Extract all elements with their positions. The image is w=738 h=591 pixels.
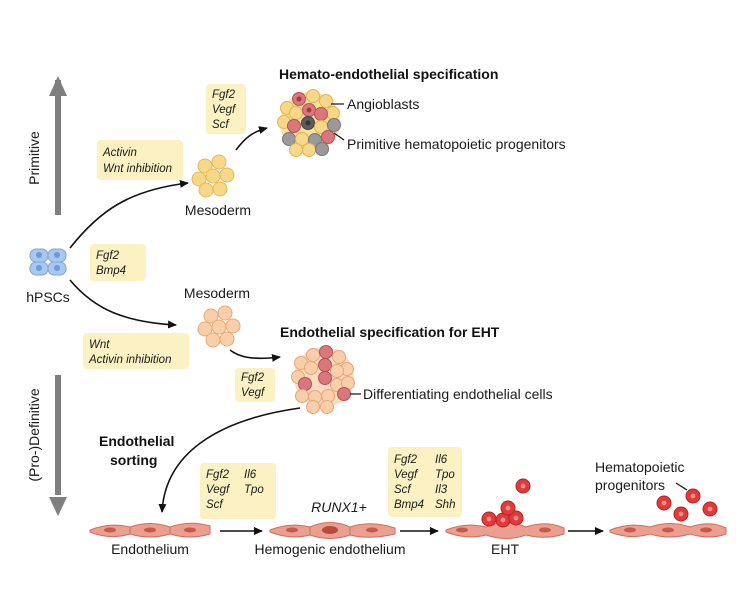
blood-cell-icon [481, 478, 531, 528]
endothelial-sorting-label-line1: Endothelial [99, 433, 174, 449]
factor-box-fgf2-vegf: Fgf2 Vegf [235, 368, 275, 402]
factor-text: Fgf2 [241, 372, 265, 384]
hpscs-label: hPSCs [26, 289, 70, 305]
arrow-to-hemato-endothelial [235, 126, 268, 151]
factor-box-he-factors: Fgf2 Vegf Scf Il6 Tpo [200, 463, 276, 519]
factor-text: Il6 [244, 469, 257, 481]
factor-text: Scf [212, 119, 230, 131]
factor-text: Vegf [394, 469, 419, 481]
mesoderm-primitive-label: Mesoderm [185, 202, 251, 218]
runx1-label: RUNX1+ [311, 499, 367, 515]
endothelium-label: Endothelium [111, 541, 189, 557]
up-arrowhead-icon [49, 76, 67, 96]
factor-box-eht-factors: Fgf2 Vegf Scf Bmp4 Il6 Tpo Il3 Shh [388, 447, 462, 517]
axis-definitive-label: (Pro-)Definitive [26, 388, 42, 482]
endothelial-sorting-label-line2: sorting [110, 452, 157, 468]
factor-text: Bmp4 [394, 499, 424, 511]
factor-text: Activin [102, 147, 137, 159]
factor-text: Fgf2 [206, 469, 230, 481]
endothelium-sheet-icon [609, 523, 727, 538]
factor-text: Shh [435, 499, 455, 511]
factor-text: Tpo [244, 484, 264, 496]
hematopoietic-progenitors-label-line1: Hematopoietic [595, 459, 685, 475]
down-arrowhead-icon [49, 497, 67, 516]
mesoderm-definitive-label: Mesoderm [184, 285, 250, 301]
differentiating-endothelial-label: Differentiating endothelial cells [363, 386, 553, 402]
arrow-to-definitive-mesoderm [69, 279, 177, 329]
hpsc-cluster-icon [29, 248, 67, 276]
arrow-endothelial-sorting [158, 407, 301, 513]
factor-text: Il3 [435, 484, 448, 496]
endothelial-eht-title: Endothelial specification for EHT [280, 324, 500, 340]
axis-primitive-label: Primitive [26, 131, 42, 185]
hematopoietic-progenitors-label-line2: progenitors [595, 477, 665, 493]
angioblasts-label: Angioblasts [347, 96, 419, 112]
arrow-to-endothelial-specification [229, 349, 281, 362]
factor-text: Scf [394, 484, 412, 496]
developmental-axis: Primitive (Pro-)Definitive [26, 76, 67, 516]
endothelium-sheet-icon [269, 522, 396, 539]
factor-text: Fgf2 [96, 250, 120, 262]
mesoderm-cluster-icon [191, 154, 235, 198]
arrow-to-primitive-mesoderm [69, 179, 189, 249]
mesoderm-cluster-icon [197, 305, 241, 348]
embryoid-body-icon [291, 345, 355, 414]
factor-box-fgf2-bmp4: Fgf2 Bmp4 [90, 244, 146, 281]
factor-box-wnt-activin-inhibition: Wnt Activin inhibition [83, 333, 189, 369]
hemato-endothelial-title: Hemato-endothelial specification [279, 66, 498, 82]
factor-text: Vegf [241, 387, 266, 399]
factor-text: Scf [206, 499, 224, 511]
primitive-progenitors-pointer [333, 132, 345, 141]
factor-box-fgf2-vegf-scf: Fgf2 Vegf Scf [206, 84, 246, 134]
endothelium-sheet-icon [89, 522, 211, 538]
factor-text: Fgf2 [394, 454, 418, 466]
factor-text: Vegf [212, 104, 237, 116]
eht-label: EHT [491, 541, 519, 557]
factor-text: Tpo [435, 469, 455, 481]
factor-text: Wnt inhibition [103, 163, 172, 175]
factor-text: Bmp4 [96, 265, 126, 277]
progenitors-pointer [675, 482, 688, 491]
factor-text: Il6 [435, 454, 448, 466]
embryoid-body-icon [277, 89, 341, 157]
blood-cell-icon [656, 488, 718, 522]
factor-box-activin-wnt-inhibition: Activin Wnt inhibition [97, 140, 183, 180]
hemogenic-endothelium-label: Hemogenic endothelium [255, 541, 406, 557]
factor-text: Wnt [89, 339, 110, 351]
factor-text: Vegf [206, 484, 231, 496]
factor-text: Activin inhibition [88, 354, 171, 366]
factor-text: Fgf2 [212, 89, 236, 101]
endothelium-sheet-icon [445, 522, 565, 539]
primitive-progenitors-label: Primitive hematopoietic progenitors [347, 136, 566, 152]
